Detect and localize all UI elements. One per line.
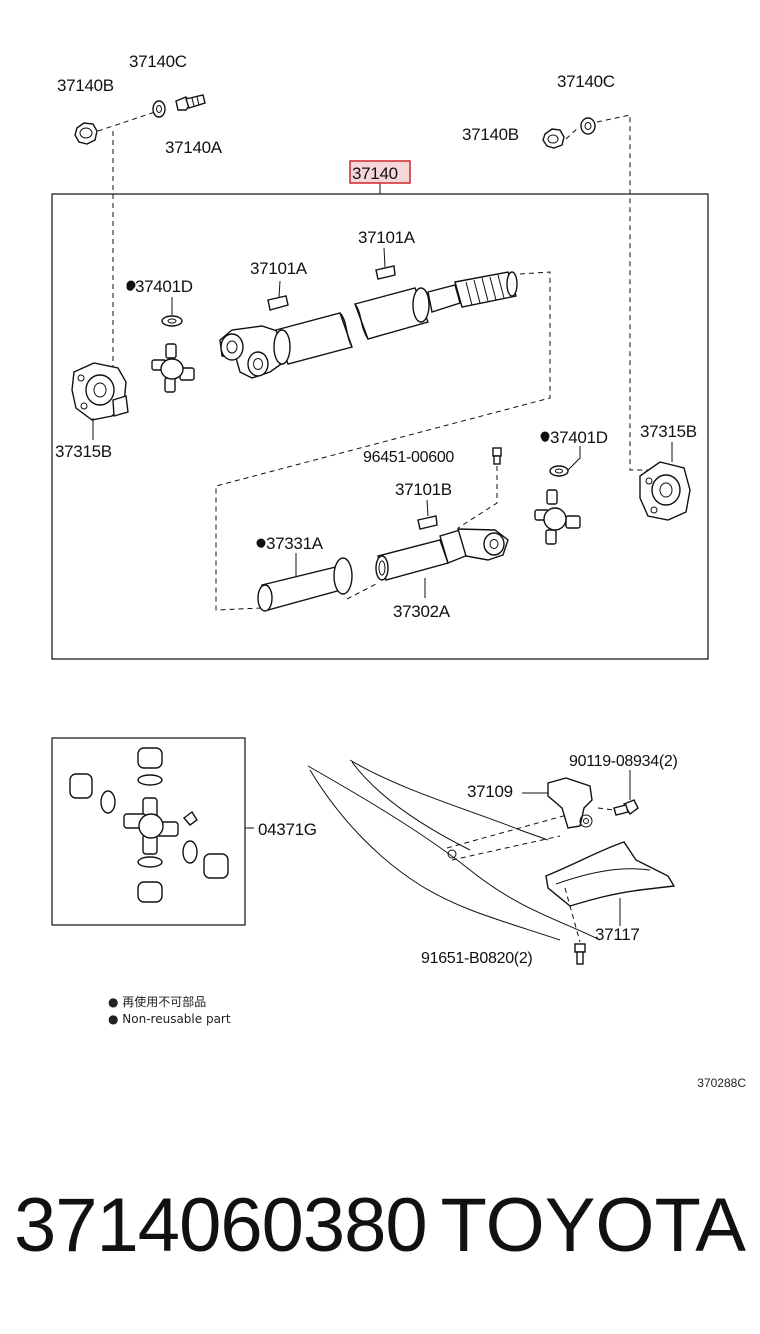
label-37302A: 37302A [393,602,451,621]
spider-left [151,343,195,393]
label-37140B-right: 37140B [462,125,519,144]
legend-english: ● Non-reusable part [108,1012,231,1026]
label-37140-main: 37140 [352,164,398,183]
brand-name: TOYOTA [440,1183,746,1268]
label-37140B-left: 37140B [57,76,114,95]
weight-37101A-top [375,265,396,280]
weight-37101B [417,515,438,530]
label-96451-00600: 96451-00600 [363,449,454,466]
part-number: 3714060380 [14,1183,428,1268]
flange-37315B-right [639,461,691,521]
shield-37117 [545,841,676,907]
bolt-90119 [613,799,639,816]
label-37140C-right: 37140C [557,72,615,91]
label-37315B-left: 37315B [55,442,112,461]
bolt-91651 [574,943,586,965]
label-37401D-right: ●37401D [540,428,608,447]
bolt-37140A [175,94,206,111]
frame-rails [307,759,601,941]
label-37140A: 37140A [165,138,223,157]
legend-japanese: ● 再使用不可部品 [108,994,206,1009]
label-37315B-right: 37315B [640,422,697,441]
label-91651-B0820: 91651-B0820(2) [421,950,532,967]
propeller-shaft-front [219,271,518,379]
snap-ring-left [161,315,183,327]
ujoint-kit-box [51,737,246,926]
label-37117: 37117 [595,925,640,944]
label-37101A-mid: 37101A [250,259,308,278]
label-37109: 37109 [467,782,513,801]
label-04371G: 04371G [258,820,317,839]
snap-ring-right [549,465,569,477]
label-37101A-top: 37101A [358,228,416,247]
spider-right [534,489,581,545]
slip-yoke-37331A [257,557,353,612]
flange-37315B-left [71,362,129,421]
label-37140C-left: 37140C [129,52,187,71]
label-37101B: 37101B [395,480,452,499]
sleeve-yoke-37302A [375,528,509,581]
nut-37140B-right [542,128,565,149]
grease-fitting-96451 [492,447,502,465]
nut-37140B-left [74,122,98,145]
assembly-box [51,193,709,660]
ujoint-kit [69,747,229,903]
highlight-37140 [349,160,411,184]
label-90119-08934: 90119-08934(2) [569,753,677,770]
label-37331A: ●37331A [256,534,324,553]
figure-code: 370288C [697,1076,746,1090]
bracket-37109 [547,777,593,829]
washer-37140C-left [152,100,166,118]
weight-37101A-mid [267,295,289,311]
label-37401D-left: ●37401D [125,277,193,296]
washer-37140C-right [580,117,596,135]
